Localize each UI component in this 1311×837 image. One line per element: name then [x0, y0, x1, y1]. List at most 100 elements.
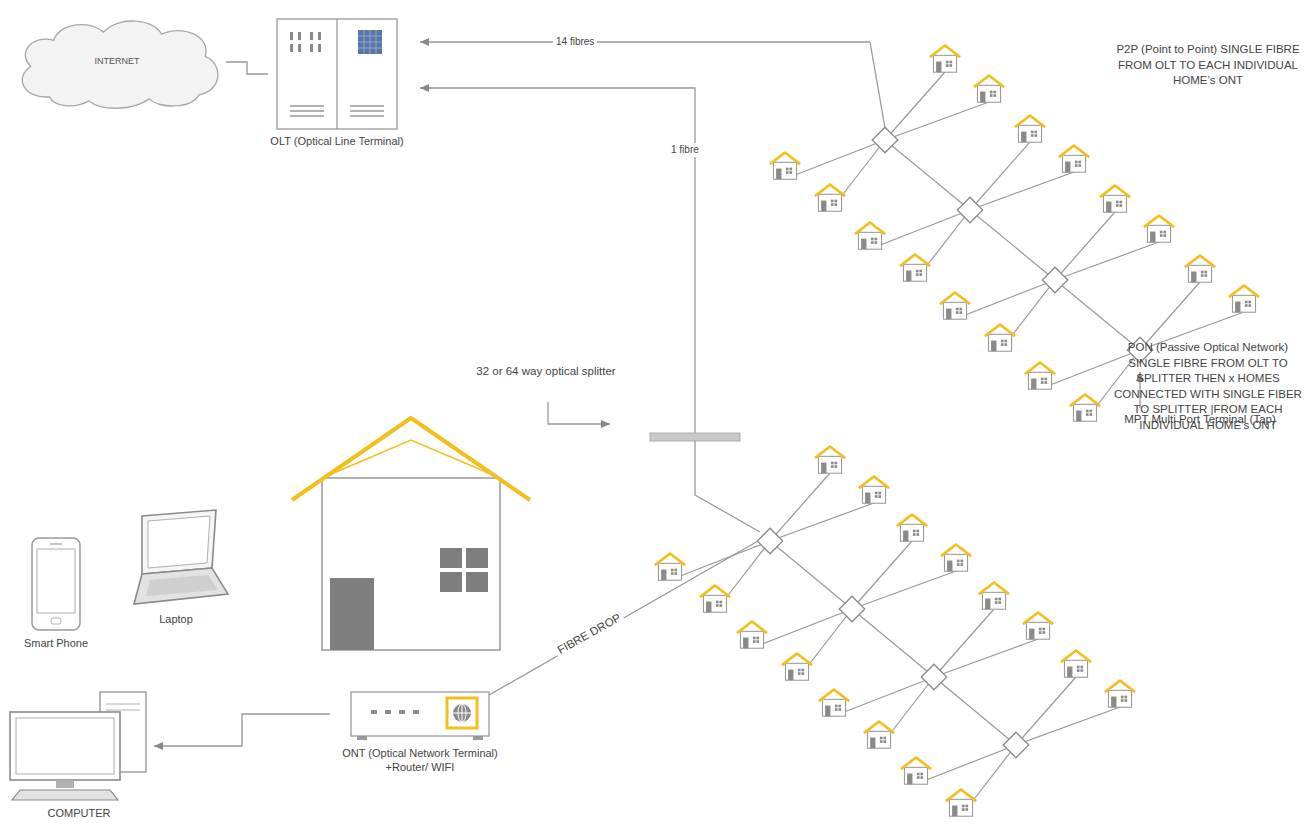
home-icon	[815, 185, 845, 212]
house-window	[466, 548, 488, 568]
home-icon	[900, 255, 930, 282]
multi-port-terminal	[921, 664, 946, 689]
house-roof-inner	[322, 440, 500, 478]
home-icon	[1105, 681, 1135, 708]
home-icon	[737, 622, 767, 649]
node-label: INTERNET	[8, 56, 226, 68]
house-window	[440, 548, 462, 568]
house-wall	[322, 478, 500, 650]
home-icon	[901, 758, 931, 785]
home-icon	[1185, 256, 1215, 283]
home-icon	[700, 586, 730, 613]
fibre-drop-line	[470, 541, 758, 706]
node-label: ONT (Optical Network Terminal) +Router/ …	[330, 746, 510, 775]
home-icon	[985, 325, 1015, 352]
multi-port-terminal	[957, 197, 982, 222]
home-icon	[1015, 116, 1045, 143]
home-icon	[859, 477, 889, 504]
ont-router-icon	[349, 686, 491, 742]
splitter-pointer	[548, 402, 610, 424]
olt-cabinet	[276, 18, 398, 130]
home-drop	[970, 142, 1030, 210]
multi-port-terminal	[1042, 267, 1067, 292]
tap-link	[885, 140, 970, 210]
multi-port-terminal	[1003, 732, 1028, 757]
home-drop	[770, 473, 830, 541]
home-drop	[934, 639, 1038, 677]
pon-note: PON (Passive Optical Network) SINGLE FIB…	[1112, 340, 1304, 433]
big-house	[292, 418, 530, 650]
arrow-connector	[154, 714, 330, 746]
home-icon	[815, 447, 845, 474]
optical-splitter	[650, 433, 740, 441]
tap-link	[934, 677, 1016, 745]
computer: COMPUTER	[4, 690, 154, 820]
node-label: COMPUTER	[48, 806, 111, 820]
fibre-drop-label: FIBRE DROP	[552, 609, 626, 660]
smartphone: Smart Phone	[16, 536, 96, 650]
home-icon	[782, 654, 812, 681]
taps	[872, 127, 1152, 362]
home-drop	[934, 609, 994, 677]
home-icon	[940, 293, 970, 320]
home-icon	[770, 153, 800, 180]
node-label: OLT (Optical Line Terminal)	[270, 134, 403, 148]
fibre-lines	[420, 42, 1140, 706]
home-drop	[970, 172, 1074, 210]
home-drop	[770, 503, 874, 541]
house-window	[466, 572, 488, 592]
ont-device: ONT (Optical Network Terminal) +Router/ …	[330, 686, 510, 775]
drop-lines	[670, 473, 1120, 816]
taps	[757, 528, 1028, 757]
home-icon	[1025, 363, 1055, 390]
home-drop	[1016, 677, 1076, 745]
multi-port-terminal	[872, 127, 897, 152]
tap-link	[970, 210, 1055, 280]
home-drop	[852, 541, 912, 609]
home-drop	[1140, 282, 1200, 350]
home-icon	[655, 554, 685, 581]
laptop: Laptop	[118, 508, 234, 626]
splitter-callout: 32 or 64 way optical splitter	[476, 364, 616, 380]
home-drop	[1055, 212, 1115, 280]
home-icon	[974, 76, 1004, 103]
house-door	[330, 578, 374, 650]
home-drop	[1016, 707, 1120, 745]
home-icon	[930, 46, 960, 73]
home-icon	[1144, 216, 1174, 243]
home-icon	[1061, 651, 1091, 678]
laptop-icon	[120, 508, 232, 608]
house-window	[440, 572, 462, 592]
home-icon	[897, 515, 927, 542]
home-drop	[852, 571, 956, 609]
home-icon	[1070, 395, 1100, 422]
home-icon	[1229, 286, 1259, 313]
desktop-computer-icon	[6, 690, 152, 802]
p2p-trunk	[870, 42, 885, 128]
tap-link	[852, 609, 934, 677]
fibre-count: 14 fibres	[553, 35, 597, 49]
homes	[655, 447, 1135, 817]
home-icon	[1023, 613, 1053, 640]
node-label: Smart Phone	[24, 636, 88, 650]
home-icon	[1100, 186, 1130, 213]
home-icon	[864, 722, 894, 749]
smartphone-icon	[30, 536, 82, 632]
home-icon	[819, 690, 849, 717]
home-drop	[885, 102, 989, 140]
home-icon	[855, 223, 885, 250]
home-icon	[946, 790, 976, 817]
home-clusters	[655, 46, 1259, 817]
fibre-count: 1 fibre	[668, 143, 702, 157]
multi-port-terminal	[757, 528, 782, 553]
home-icon	[979, 583, 1009, 610]
home-icon	[1059, 146, 1089, 173]
tap-link	[770, 541, 852, 609]
internet-cloud: INTERNET	[8, 14, 226, 110]
p2p-note: P2P (Point to Point) SINGLE FIBRE FROM O…	[1112, 42, 1304, 89]
olt-terminal: OLT (Optical Line Terminal)	[268, 18, 406, 148]
pon-trunk	[695, 495, 760, 532]
home-icon	[941, 545, 971, 572]
house-roof	[292, 418, 530, 500]
